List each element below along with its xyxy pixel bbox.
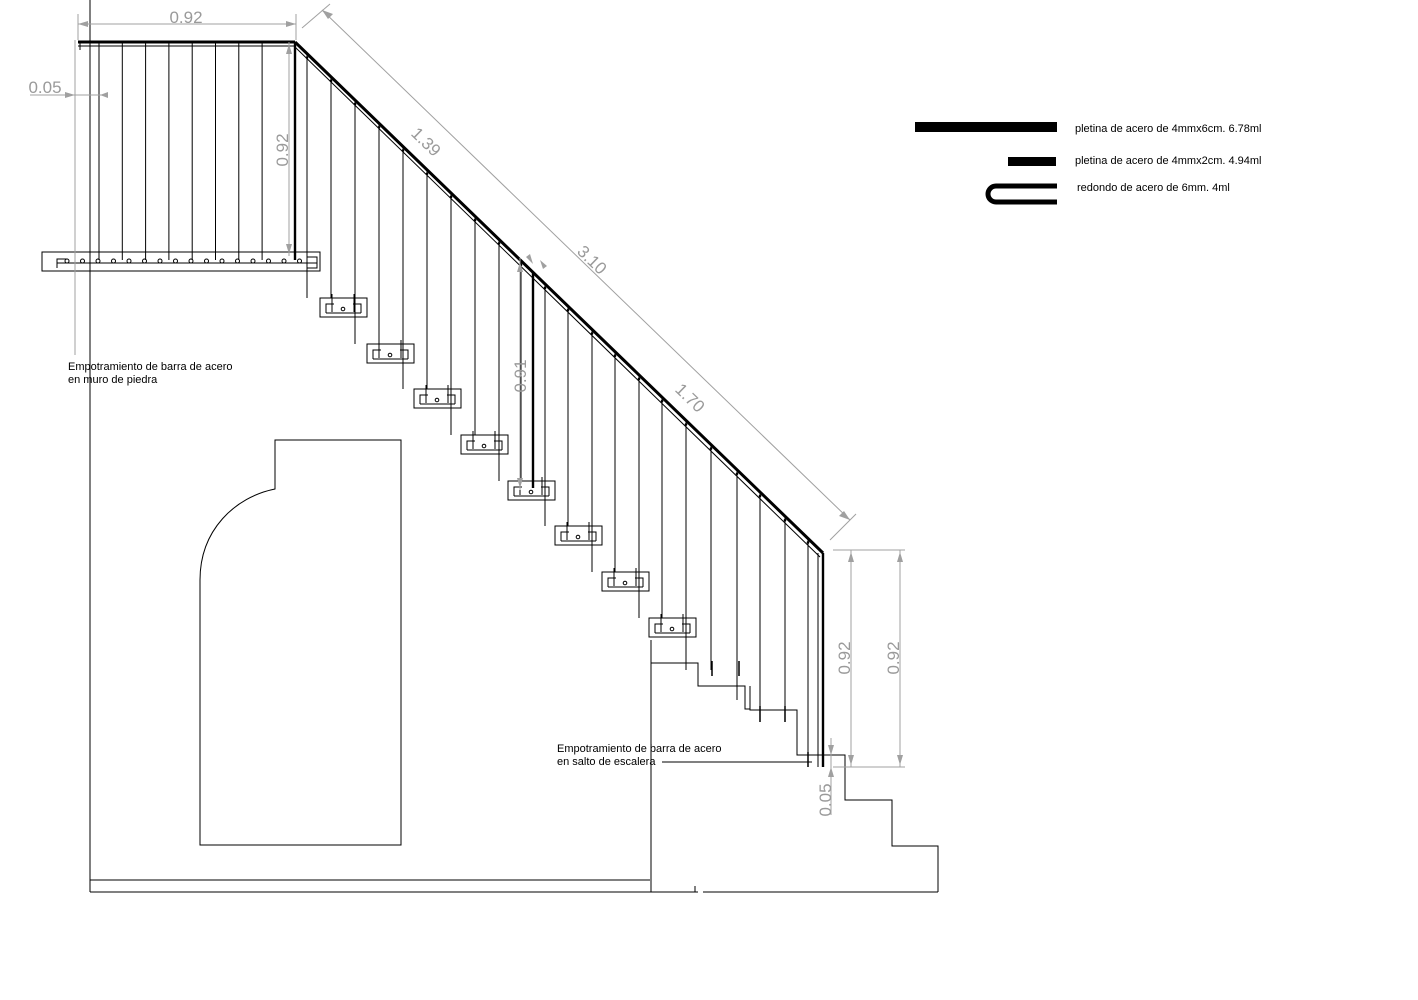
- structure-outline: [89, 0, 939, 893]
- wall-anchor-note-line2: en muro de piedra: [68, 374, 158, 386]
- step-plate-bracket: [607, 577, 644, 588]
- dim-end-offset: 0.05: [816, 783, 835, 816]
- legend-label-round-bar: redondo de acero de 6mm. 4ml: [1077, 182, 1230, 194]
- landing-bolt: [111, 258, 116, 264]
- landing-bolt: [80, 258, 85, 264]
- step-plate-bolt: [622, 580, 628, 586]
- baluster-joint: [590, 332, 594, 335]
- baluster-joint: [806, 541, 810, 544]
- landing-slab: [41, 251, 321, 272]
- landing-bolt: [219, 258, 225, 264]
- step-plate-bracket: [466, 440, 503, 451]
- railing: [78, 40, 825, 767]
- landing-bolt: [188, 258, 194, 264]
- baluster-joint: [758, 494, 762, 498]
- thick-flat-bar-icon: [915, 122, 1057, 132]
- dim-wall-offset: 0.05: [28, 78, 61, 97]
- step-plate: [460, 434, 509, 455]
- landing-bolt: [250, 258, 256, 264]
- balusters: [98, 42, 810, 767]
- baluster-joint: [353, 102, 357, 106]
- baluster-joint: [473, 218, 477, 222]
- step-plate: [319, 297, 368, 318]
- step-anchor-note-line1: Empotramiento de barra de acero: [557, 743, 721, 755]
- dim-end-height-inner: 0.92: [835, 641, 854, 674]
- step-plate-bolt: [528, 489, 534, 495]
- step-plate-bracket: [654, 623, 691, 634]
- baluster-joint: [329, 79, 333, 83]
- dim-end-height-outer: 0.92: [884, 641, 903, 674]
- step-plate: [554, 525, 603, 546]
- step-plate-bolt: [340, 306, 346, 312]
- legend-label-thick-bar: pletina de acero de 4mmx6cm. 6.78ml: [1075, 123, 1261, 135]
- step-plate: [648, 617, 697, 638]
- dim-diag-total: 3.10: [573, 242, 610, 279]
- baluster-joint: [684, 423, 688, 426]
- landing-bolt: [142, 258, 147, 264]
- baluster-joint: [449, 195, 453, 199]
- doorway-niche: [199, 439, 402, 846]
- baluster-joint: [497, 242, 501, 245]
- baluster-joint: [660, 399, 664, 403]
- step-plate-bracket: [325, 303, 362, 314]
- step-plate-bracket: [419, 394, 456, 405]
- step-plate: [601, 571, 650, 592]
- landing-bolt: [126, 258, 132, 264]
- baluster-joint: [783, 518, 787, 522]
- landing-bolt: [157, 258, 163, 264]
- dim-landing-height: 0.92: [273, 133, 292, 166]
- baluster-joint: [377, 125, 381, 129]
- legend-label-thin-bar: pletina de acero de 4mmx2cm. 4.94ml: [1075, 155, 1261, 167]
- thin-flat-bar-icon: [1008, 157, 1056, 166]
- step-plate-bolt: [669, 626, 675, 632]
- baluster-joint: [709, 447, 713, 450]
- baluster-joint: [543, 286, 547, 290]
- step-plate-bolt: [434, 397, 440, 403]
- baluster-joint: [305, 56, 309, 59]
- landing-bolt: [173, 258, 178, 264]
- landing-bolt: [281, 258, 287, 264]
- dim-mid-post-height: 0.91: [511, 359, 530, 392]
- landing-bolt: [95, 258, 101, 264]
- baluster-joint: [566, 308, 570, 312]
- step-plate-bracket: [560, 531, 597, 542]
- landing-bolt: [204, 258, 209, 264]
- baluster-joint: [735, 472, 739, 476]
- baluster-joint: [637, 377, 641, 381]
- step-plate-bolt: [575, 534, 581, 540]
- step-plate-bolt: [387, 352, 393, 358]
- landing-bolt: [266, 258, 271, 264]
- step-plate: [366, 343, 415, 364]
- step-plate-bolt: [481, 443, 487, 449]
- step-plate: [413, 388, 462, 409]
- step-plate-bracket: [513, 486, 550, 497]
- step-plate: [507, 480, 556, 501]
- baluster-joint: [401, 149, 405, 152]
- materials-legend: pletina de acero de 4mmx6cm. 6.78ml plet…: [915, 122, 1261, 205]
- round-bar-icon: [985, 183, 1057, 205]
- dim-landing-length: 0.92: [169, 8, 202, 27]
- baluster-joint: [425, 172, 429, 176]
- landing-bolt: [64, 258, 70, 264]
- landing-bolt: [235, 258, 240, 264]
- step-plates: [64, 258, 697, 638]
- dimension-lines: [30, 3, 905, 815]
- baluster-joint: [613, 354, 617, 357]
- step-anchor-note-line2: en salto de escalera: [557, 756, 656, 768]
- wall-anchor-note-line1: Empotramiento de barra de acero: [68, 361, 232, 373]
- landing-bolt: [297, 258, 302, 264]
